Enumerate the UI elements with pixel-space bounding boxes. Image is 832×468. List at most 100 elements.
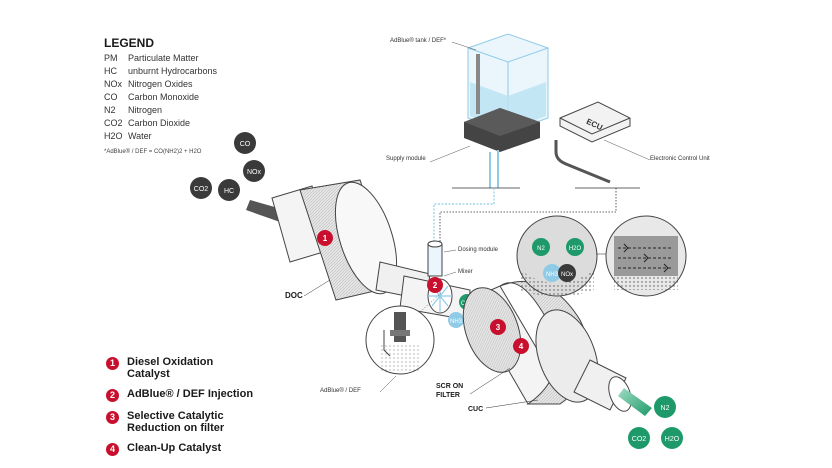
nox-detail-molecule	[558, 264, 576, 282]
adblue-formula: *AdBlue® / DEF = CO(NH2)2 + H2O	[104, 149, 202, 155]
input-molecules: CO NOx CO2 HC	[190, 132, 265, 201]
legend-row: CO Carbon Monoxide	[104, 91, 217, 104]
step-number-badge: 4	[106, 443, 119, 456]
legend-text: Nitrogen	[128, 105, 163, 115]
legend-abbr: HC	[104, 66, 117, 76]
legend-abbr: N2	[104, 105, 116, 115]
step-2-marker-label: 2	[433, 281, 438, 290]
def-supply-line	[433, 188, 495, 244]
scr-leader-line	[469, 367, 511, 395]
step-label: Selective Catalytic Reduction on filter	[127, 410, 225, 434]
supply-module-label: Supply module	[386, 156, 426, 162]
co2-output-molecule-label: CO2	[632, 436, 647, 443]
output-molecules: N2 CO2 H2O	[628, 396, 683, 449]
hc-molecule-label: HC	[224, 188, 234, 195]
legend-text: Particulate Matter	[128, 53, 199, 63]
step-4-marker	[513, 338, 529, 354]
co2-molecule-label: CO2	[194, 186, 209, 193]
cuc-leader-line	[485, 399, 539, 409]
step-3-marker	[490, 319, 506, 335]
legend-row: CO2 Carbon Dioxide	[104, 117, 217, 130]
ecu-leader-line	[603, 139, 651, 161]
n2-molecule-label: N2	[661, 405, 670, 412]
h2o-detail-molecule	[566, 238, 584, 256]
step-item: 3 Selective Catalytic Reduction on filte…	[106, 410, 257, 434]
step-4-marker-label: 4	[519, 342, 524, 351]
step-number-badge: 2	[106, 389, 119, 402]
scr-label-line1: SCR ON	[436, 383, 463, 390]
n2-detail-molecule-label: N2	[537, 246, 545, 252]
signal-line	[439, 188, 617, 244]
legend-abbr: CO	[104, 92, 118, 102]
scr-filter-and-cuc	[462, 280, 632, 412]
dosing-leader-line	[443, 249, 457, 253]
legend-row: N2 Nitrogen	[104, 104, 217, 117]
nox-molecule-label: NOx	[247, 169, 262, 176]
dosing-module-label: Dosing module	[458, 247, 499, 253]
adblue-leader-line	[379, 375, 397, 393]
legend: LEGEND PM Particulate Matter HC unburnt Hy…	[104, 36, 217, 155]
co-molecule-label: CO	[240, 141, 251, 148]
nh3-mixer-molecule	[448, 312, 464, 328]
legend-row: HC unburnt Hydrocarbons	[104, 65, 217, 78]
legend-abbr: H2O	[104, 131, 123, 141]
scr-reaction-detail: N2 H2O NH3 NOx	[516, 215, 598, 297]
step-1-marker-label: 1	[323, 234, 328, 243]
nh3-detail-molecule	[543, 264, 561, 282]
legend-abbr: PM	[104, 53, 118, 63]
nh3-mixer-molecule-label: NH3	[450, 319, 463, 325]
co2-output-molecule	[628, 427, 650, 449]
step-list: 1 Diesel Oxidation Catalyst 2 AdBlue® / …	[106, 356, 257, 464]
ecu-full-label: Electronic Control Unit	[650, 156, 710, 162]
supply-leader-line	[429, 145, 471, 163]
legend-row: PM Particulate Matter	[104, 52, 217, 65]
dosing-module	[427, 240, 443, 277]
doc-label: DOC	[285, 291, 303, 300]
step-label: Clean-Up Catalyst	[127, 442, 222, 454]
step-1-marker	[317, 230, 333, 246]
step-label: Diesel Oxidation Catalyst	[127, 356, 214, 380]
step-item: 4 Clean-Up Catalyst	[106, 442, 257, 456]
tank-leader-line	[451, 41, 477, 51]
step-item: 2 AdBlue® / DEF Injection	[106, 388, 257, 402]
doc-catalyst	[246, 179, 431, 301]
injector-detail-zoom	[365, 305, 435, 375]
legend-text: Carbon Monoxide	[128, 92, 200, 102]
co-molecule	[234, 132, 256, 154]
clean-exhaust-flow	[618, 388, 652, 416]
step-3-marker-label: 3	[496, 323, 501, 332]
supply-module	[464, 108, 540, 188]
step-item: 1 Diesel Oxidation Catalyst	[106, 356, 257, 380]
h2o-output-molecule	[661, 427, 683, 449]
nox-detail-molecule-label: NOx	[561, 272, 573, 278]
scr-label-line2: FILTER	[436, 392, 460, 399]
step-2-marker	[427, 277, 443, 293]
legend-row: H2O Water	[104, 130, 217, 143]
mixer-leader-line	[443, 271, 457, 277]
legend-row: NOx Nitrogen Oxides	[104, 78, 217, 91]
step-number-badge: 1	[106, 357, 119, 370]
step-number-badge: 3	[106, 411, 119, 424]
legend-abbr: CO2	[104, 118, 123, 128]
legend-abbr: NOx	[104, 79, 122, 89]
legend-text: Carbon Dioxide	[128, 118, 191, 128]
h2o-output-molecule-label: H2O	[665, 436, 680, 443]
zoom-leader-line	[419, 291, 443, 313]
filter-flow-detail	[605, 215, 687, 297]
legend-text: unburnt Hydrocarbons	[128, 66, 218, 76]
n2-detail-molecule	[532, 238, 550, 256]
nh3-detail-molecule-label: NH3	[546, 272, 559, 278]
legend-title: LEGEND	[104, 36, 155, 50]
hc-molecule	[218, 179, 240, 201]
legend-text: Nitrogen Oxides	[128, 79, 193, 89]
mixer-label: Mixer	[458, 269, 473, 275]
co2-molecule	[190, 177, 212, 199]
ecu-unit: ECU	[554, 101, 631, 184]
h2o-detail-molecule-label: H2O	[569, 246, 582, 252]
legend-text: Water	[128, 131, 152, 141]
nox-molecule	[243, 160, 265, 182]
step-label: AdBlue® / DEF Injection	[127, 388, 254, 400]
tank-label: AdBlue® tank / DEF*	[390, 37, 447, 44]
cuc-label: CUC	[468, 406, 483, 413]
